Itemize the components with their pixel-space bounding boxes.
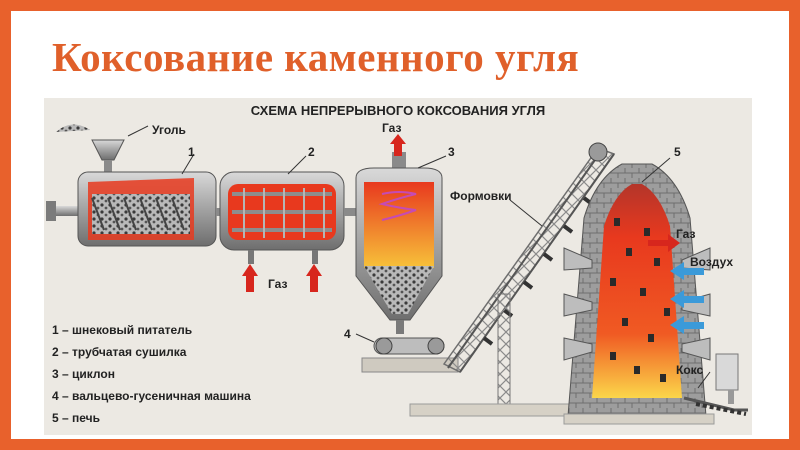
label-coke: Кокс: [676, 363, 704, 377]
cyclone-gas-pipe: [392, 152, 406, 172]
coking-scheme-diagram: СХЕМА НЕПРЕРЫВНОГО КОКСОВАНИЯ УГЛЯ: [46, 103, 748, 425]
furnace-tuyeres: [563, 247, 711, 361]
coke-pieces: [610, 218, 670, 382]
legend-item-3: 3 – циклон: [52, 367, 115, 381]
furnace: [563, 163, 748, 425]
legend-item-4: 4 – вальцево-гусеничная машина: [52, 389, 251, 403]
screw-blades: [91, 197, 185, 231]
label-gas-right: Газ: [676, 227, 695, 241]
coal-hopper: [91, 139, 125, 161]
feeder-shaft: [48, 206, 82, 216]
label-molds: Формовки: [450, 189, 512, 203]
label-number-4: 4: [344, 327, 351, 341]
cyclone: [355, 152, 443, 334]
legend-item-1: 1 – шнековый питатель: [52, 323, 192, 337]
coke-output: [695, 402, 747, 416]
gas-arrow-top: [390, 134, 406, 156]
legend: 1 – шнековый питатель 2 – трубчатая суши…: [52, 323, 251, 425]
gas-arrows-bottom: [242, 264, 322, 292]
gas-arrow-right: [648, 234, 680, 252]
slide-title: Коксование каменного угля: [52, 34, 580, 80]
label-gas-top: Газ: [382, 121, 401, 135]
diagram-panel: СХЕМА НЕПРЕРЫВНОГО КОКСОВАНИЯ УГЛЯ: [44, 98, 752, 435]
furnace-base: [563, 413, 715, 425]
cyclone-coal: [364, 266, 434, 314]
screw-feeder: [46, 124, 238, 247]
diagram-heading: СХЕМА НЕПРЕРЫВНОГО КОКСОВАНИЯ УГЛЯ: [251, 103, 545, 118]
label-number-5: 5: [674, 145, 681, 159]
label-number-2: 2: [308, 145, 315, 159]
label-air: Воздух: [690, 255, 733, 269]
label-gas-bottom: Газ: [268, 277, 287, 291]
air-arrows: [670, 262, 704, 334]
legend-item-2: 2 – трубчатая сушилка: [52, 345, 187, 359]
coke-bunker: [715, 353, 739, 391]
leader-lines: [127, 125, 711, 389]
roller-caterpillar-machine: [361, 337, 459, 373]
furnace-interior: [592, 184, 682, 398]
legend-item-5: 5 – печь: [52, 411, 100, 425]
cyclone-spiral: [378, 191, 417, 221]
label-number-1: 1: [188, 145, 195, 159]
coal-heap: [56, 124, 90, 132]
label-coal: Уголь: [152, 123, 186, 137]
tube-dryer: [219, 171, 362, 264]
label-number-3: 3: [448, 145, 455, 159]
inclined-conveyor: [409, 142, 616, 417]
conveyor-support: [497, 293, 511, 407]
conveyor-base: [409, 403, 571, 417]
